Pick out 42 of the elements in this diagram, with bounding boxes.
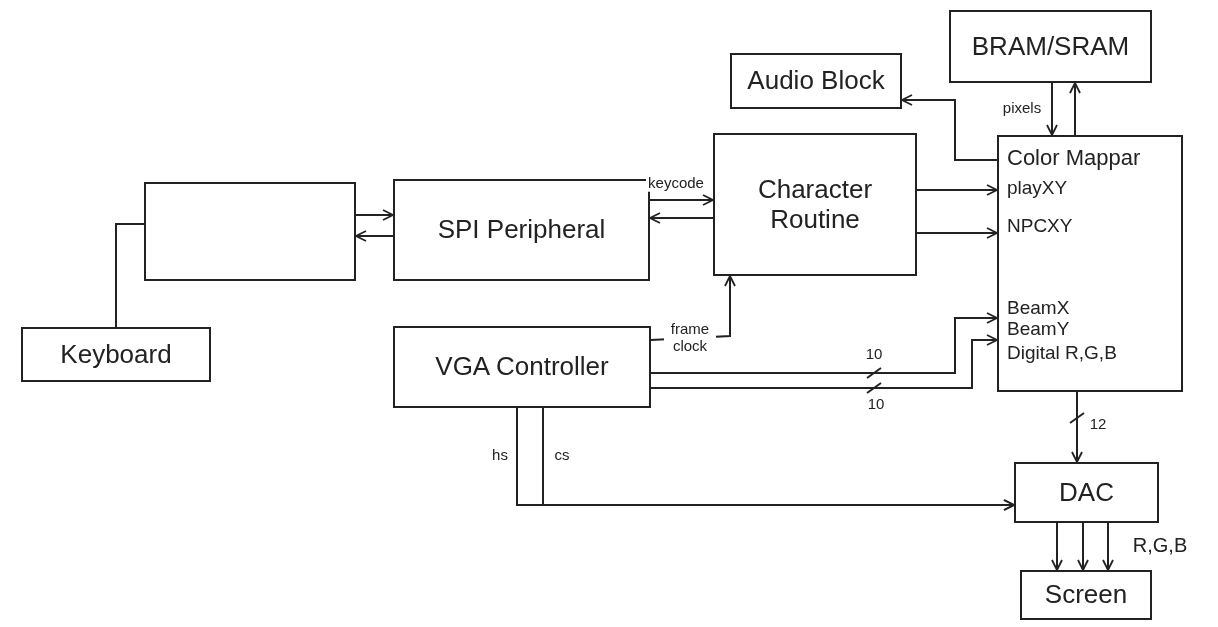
arrow [1046,82,1058,136]
process-box [730,53,902,109]
edge-label: pixels [1000,99,1044,117]
process-box [393,326,651,408]
arrow [916,227,998,239]
arrow [1051,522,1063,571]
process-box [1020,570,1152,620]
box [144,182,356,281]
port-label: playXY [1007,177,1068,199]
process-box [21,327,211,382]
box-label: DAC [1059,477,1114,508]
port-label: Digital R,G,B [1007,342,1117,364]
process-box [393,179,650,281]
arrow [355,209,394,221]
arrow [901,94,998,161]
process-box [997,135,1183,392]
process-box [949,10,1152,83]
port-label: BeamY [1007,318,1070,340]
arrow [650,312,998,374]
box-label: Screen [1044,580,1128,610]
edge-label: frame clock [664,320,716,354]
arrow [1102,522,1114,571]
arrow [1077,522,1089,571]
port-label: BeamX [1007,297,1070,319]
box-title: Color Mappar [1007,145,1141,171]
edge-label: keycode [646,174,706,192]
box-label: Audio Block [747,66,885,96]
box-label: Character Routine [756,174,874,235]
process-box [713,133,917,276]
box-label: Keyboard [60,339,172,370]
arrow [355,230,394,242]
port-label: NPCXY [1007,215,1073,237]
arrow [650,334,998,389]
arrow [916,184,998,196]
process-box [1014,462,1159,523]
box-label: VGA Controller [435,352,609,382]
arrow [1069,82,1081,136]
box-label: SPI Peripheral [437,215,606,245]
arrow [649,194,714,206]
box-label: BRAM/SRAM [971,31,1130,62]
arrow [1071,391,1083,463]
arrow [649,212,714,224]
